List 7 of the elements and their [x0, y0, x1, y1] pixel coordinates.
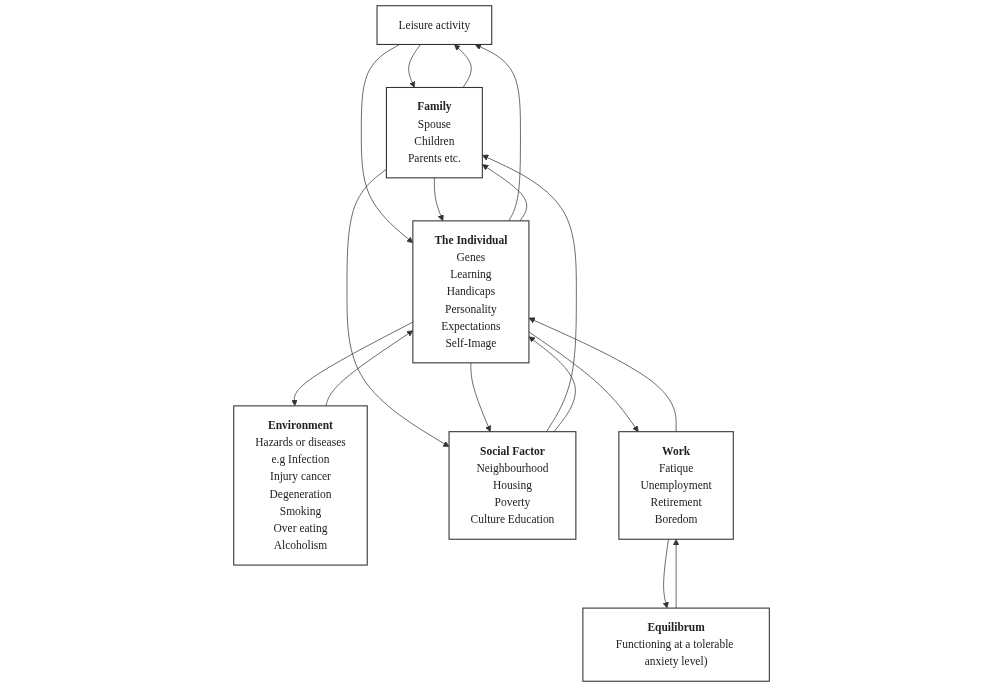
- node-box: Environment Hazards or diseases e.g Infection Injury cancer Degeneration Smoking Over eating Alcoholism: [233, 405, 369, 566]
- node-box: The Individual Genes Learning Handicaps Personality Expectations Self-Image: [412, 220, 530, 364]
- node-box: Social Factor Neighbourhood Housing Poverty Culture Education: [448, 431, 577, 540]
- node-box: Family Spouse Children Parents etc.: [386, 86, 484, 179]
- node-box: Work Fatique Unemployment Retirement Boredom: [618, 431, 735, 540]
- node-box: Equilibrum Functioning at a tolerable anxiety level): [582, 607, 771, 682]
- node-box: Leisure activity: [376, 5, 493, 45]
